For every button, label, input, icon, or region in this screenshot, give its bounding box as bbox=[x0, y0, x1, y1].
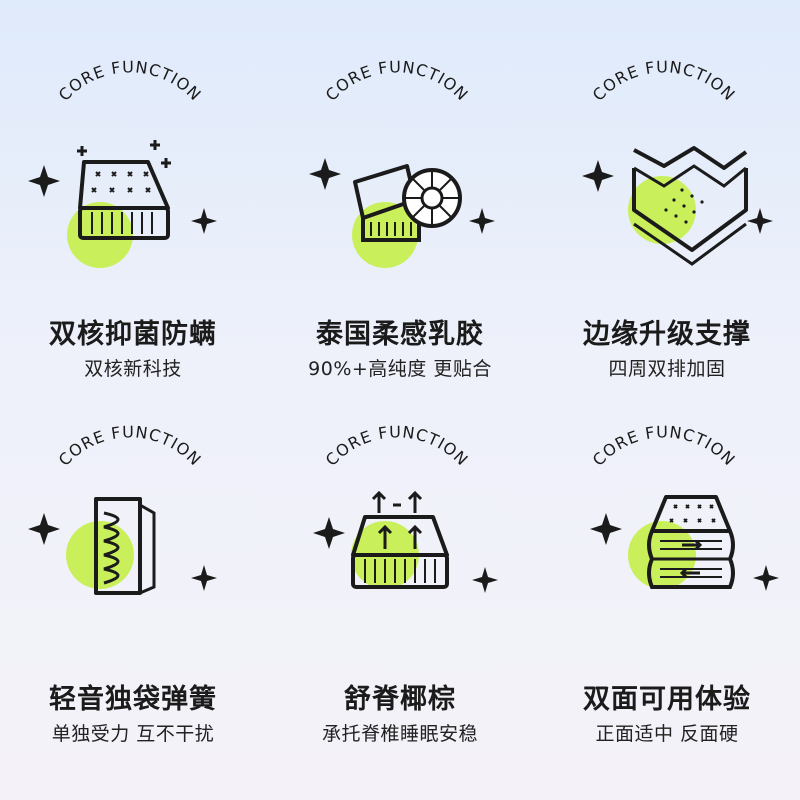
feature-card-antibacterial: CORE FUNCTION 双核抑菌防螨 双核新科技 bbox=[0, 40, 266, 380]
core-function-arc-label: CORE FUNCTION bbox=[589, 57, 740, 104]
pocket-spring-icon: CORE FUNCTION bbox=[0, 405, 266, 665]
edge-support-icon: CORE FUNCTION bbox=[534, 40, 800, 300]
feature-title: 双面可用体验 bbox=[583, 684, 751, 715]
core-function-arc-label: CORE FUNCTION bbox=[322, 422, 473, 469]
core-function-arc-label: CORE FUNCTION bbox=[55, 422, 206, 469]
latex-roll-icon: CORE FUNCTION bbox=[267, 40, 533, 300]
core-function-arc-label: CORE FUNCTION bbox=[55, 57, 206, 104]
feature-subtitle: 承托脊椎睡眠安稳 bbox=[321, 723, 478, 745]
feature-subtitle: 单独受力 互不干扰 bbox=[51, 723, 215, 745]
feature-card-latex: CORE FUNCTION 泰国柔感乳胶 90%+高纯度 更贴合 bbox=[267, 40, 533, 380]
feature-subtitle: 双核新科技 bbox=[84, 358, 182, 380]
coir-support-icon: CORE FUNCTION bbox=[267, 405, 533, 665]
feature-subtitle: 90%+高纯度 更贴合 bbox=[308, 358, 492, 380]
feature-card-edge-support: CORE FUNCTION 边缘升级支撑 四周双排加固 bbox=[534, 40, 800, 380]
feature-card-double-sided: CORE FUNCTION 双面可用体验 正面适中 反面硬 bbox=[534, 405, 800, 745]
feature-title: 双核抑菌防螨 bbox=[49, 319, 217, 350]
core-function-arc-label: CORE FUNCTION bbox=[589, 422, 740, 469]
feature-card-coir: CORE FUNCTION 舒脊椰棕 承托脊椎睡眠安稳 bbox=[267, 405, 533, 745]
feature-title: 舒脊椰棕 bbox=[344, 684, 456, 715]
feature-title: 泰国柔感乳胶 bbox=[316, 319, 484, 350]
core-function-arc-label: CORE FUNCTION bbox=[322, 57, 473, 104]
feature-title: 轻音独袋弹簧 bbox=[49, 684, 217, 715]
feature-card-pocket-spring: CORE FUNCTION 轻音独袋弹簧 单独受力 互不干扰 bbox=[0, 405, 266, 745]
feature-subtitle: 四周双排加固 bbox=[608, 358, 726, 380]
feature-subtitle: 正面适中 反面硬 bbox=[595, 723, 739, 745]
double-sided-icon: CORE FUNCTION bbox=[534, 405, 800, 665]
mattress-sparkle-icon: CORE FUNCTION bbox=[0, 40, 266, 300]
feature-title: 边缘升级支撑 bbox=[583, 319, 751, 350]
